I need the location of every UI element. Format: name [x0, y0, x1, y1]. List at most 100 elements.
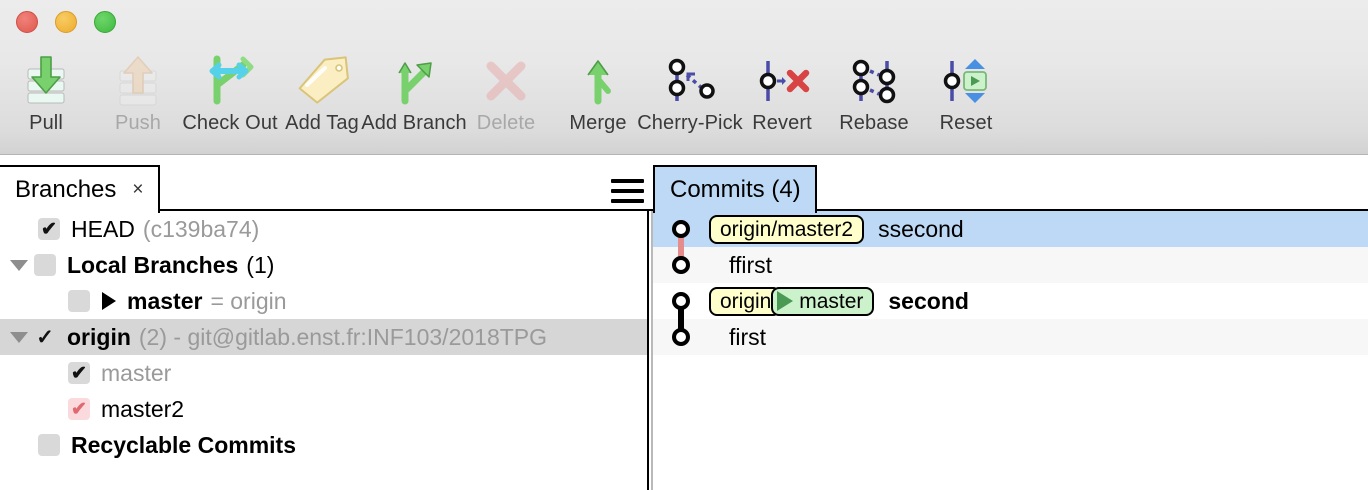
graph-edge: [678, 307, 684, 321]
tag-icon: [291, 52, 353, 110]
branch-suffix: = origin: [210, 287, 287, 314]
panel-divider[interactable]: [647, 211, 649, 490]
toolbar-button-reset[interactable]: Reset: [920, 44, 1012, 135]
close-icon[interactable]: ×: [132, 178, 144, 200]
branch-suffix: (2) - git@gitlab.enst.fr:INF103/2018TPG: [138, 323, 548, 350]
branch-row[interactable]: ✓ origin (2) - git@gitlab.enst.fr:INF103/2…: [0, 319, 647, 355]
tab-commits[interactable]: Commits (4): [653, 165, 817, 213]
merge-icon: [570, 52, 626, 110]
checkout-icon: [199, 52, 261, 110]
tab-branches-label: Branches: [15, 176, 117, 203]
branches-tree[interactable]: ✔HEAD(c139ba74)Local Branches(1) master = …: [0, 211, 647, 490]
delete-icon: [478, 52, 534, 110]
traffic-lights: [16, 11, 116, 33]
commit-graph-cell: [653, 211, 709, 249]
toolbar-button-push[interactable]: Push: [92, 44, 184, 135]
pull-icon: [18, 52, 74, 110]
commit-graph-cell: [653, 317, 709, 355]
toolbar-label: Check Out: [182, 112, 278, 134]
close-window-button[interactable]: [16, 11, 38, 33]
ref-badge[interactable]: origin/master2: [709, 214, 865, 244]
branch-row[interactable]: Local Branches(1): [0, 247, 647, 283]
tab-commits-label: Commits (4): [670, 176, 801, 203]
tab-strip: Branches × Commits (4): [0, 155, 1368, 213]
toolbar-label: Delete: [476, 112, 536, 134]
toolbar-button-pull[interactable]: Pull: [0, 44, 92, 135]
revert-icon: [751, 52, 813, 110]
toolbar-button-merge[interactable]: Merge: [552, 44, 644, 135]
minimize-window-button[interactable]: [55, 11, 77, 33]
branch-label: master2: [101, 395, 185, 422]
toolbar-label: Revert: [752, 112, 812, 134]
graph-edge: [678, 245, 684, 259]
commit-node-icon: [672, 328, 690, 346]
toolbar-button-check-out[interactable]: Check Out: [182, 44, 278, 135]
branch-checkbox[interactable]: ✔: [38, 218, 60, 240]
commit-row[interactable]: origin/master second: [653, 283, 1368, 321]
ref-badge[interactable]: origin/: [709, 286, 782, 316]
commit-message: ssecond: [878, 215, 964, 242]
toolbar-button-add-tag[interactable]: Add Tag: [276, 44, 368, 135]
branch-row[interactable]: ✔ master2: [0, 391, 647, 427]
disclosure-triangle-icon[interactable]: [10, 331, 28, 343]
branch-label: master: [127, 287, 203, 314]
disclosure-triangle-icon[interactable]: [10, 259, 28, 271]
branch-checkbox[interactable]: [38, 434, 60, 456]
branch-label: origin: [67, 323, 131, 350]
commit-node-icon: [672, 256, 690, 274]
branch-checkbox[interactable]: ✔: [68, 398, 90, 420]
tab-branches[interactable]: Branches ×: [0, 165, 160, 213]
branch-icon: [383, 52, 445, 110]
commit-row[interactable]: first: [653, 317, 1368, 355]
branch-checkbox[interactable]: ✓: [36, 325, 54, 349]
branch-checkbox[interactable]: ✔: [68, 362, 90, 384]
graph-edge: [678, 317, 684, 331]
panels-area: Branches × Commits (4) ✔HEAD(c139ba74)Lo…: [0, 155, 1368, 490]
commit-graph-cell: [653, 245, 709, 283]
branch-checkbox[interactable]: [34, 254, 56, 276]
main-toolbar: Pull Push: [0, 44, 1368, 144]
branch-label: master: [101, 359, 172, 386]
commit-row[interactable]: origin/master2 ssecond: [653, 211, 1368, 249]
toolbar-label: Reset: [939, 112, 993, 134]
push-icon: [110, 52, 166, 110]
cherry-pick-icon: [655, 52, 725, 110]
current-branch-icon: [777, 291, 794, 311]
ref-badge-label: origin/master2: [720, 217, 854, 241]
commit-message: second: [888, 287, 969, 314]
ref-badges: origin/master2: [709, 211, 865, 247]
branch-label: Local Branches: [67, 251, 239, 278]
toolbar-label: Merge: [569, 112, 627, 134]
commit-node-icon: [672, 292, 690, 310]
branch-checkbox[interactable]: [68, 290, 90, 312]
hamburger-icon[interactable]: [611, 179, 644, 203]
branch-row[interactable]: ✔ master: [0, 355, 647, 391]
branch-row[interactable]: Recyclable Commits: [0, 427, 647, 463]
commit-message: ffirst: [729, 251, 773, 278]
toolbar-button-cherry-pick[interactable]: Cherry-Pick: [637, 44, 743, 135]
toolbar-label: Pull: [29, 112, 63, 134]
ref-badge[interactable]: master: [771, 286, 875, 316]
toolbar-label: Rebase: [839, 112, 909, 134]
commit-node-icon: [672, 220, 690, 238]
toolbar-button-revert[interactable]: Revert: [736, 44, 828, 135]
commit-graph-cell: [653, 283, 709, 321]
toolbar-button-rebase[interactable]: Rebase: [828, 44, 920, 135]
ref-badges: origin/master: [709, 283, 875, 319]
commit-row[interactable]: ffirst: [653, 245, 1368, 283]
toolbar-button-add-branch[interactable]: Add Branch: [361, 44, 467, 135]
branch-row[interactable]: master = origin: [0, 283, 647, 319]
rebase-icon: [841, 52, 907, 110]
toolbar-label: Add Branch: [361, 112, 467, 134]
toolbar-label: Cherry-Pick: [637, 112, 743, 134]
window-titlebar: Pull Push: [0, 0, 1368, 155]
panel-divider-shadow: [651, 211, 653, 490]
toolbar-label: Push: [115, 112, 161, 134]
toolbar-button-delete[interactable]: Delete: [460, 44, 552, 135]
zoom-window-button[interactable]: [94, 11, 116, 33]
graph-edge: [678, 235, 684, 249]
branch-row[interactable]: ✔HEAD(c139ba74): [0, 211, 647, 247]
toolbar-label: Add Tag: [285, 112, 359, 134]
